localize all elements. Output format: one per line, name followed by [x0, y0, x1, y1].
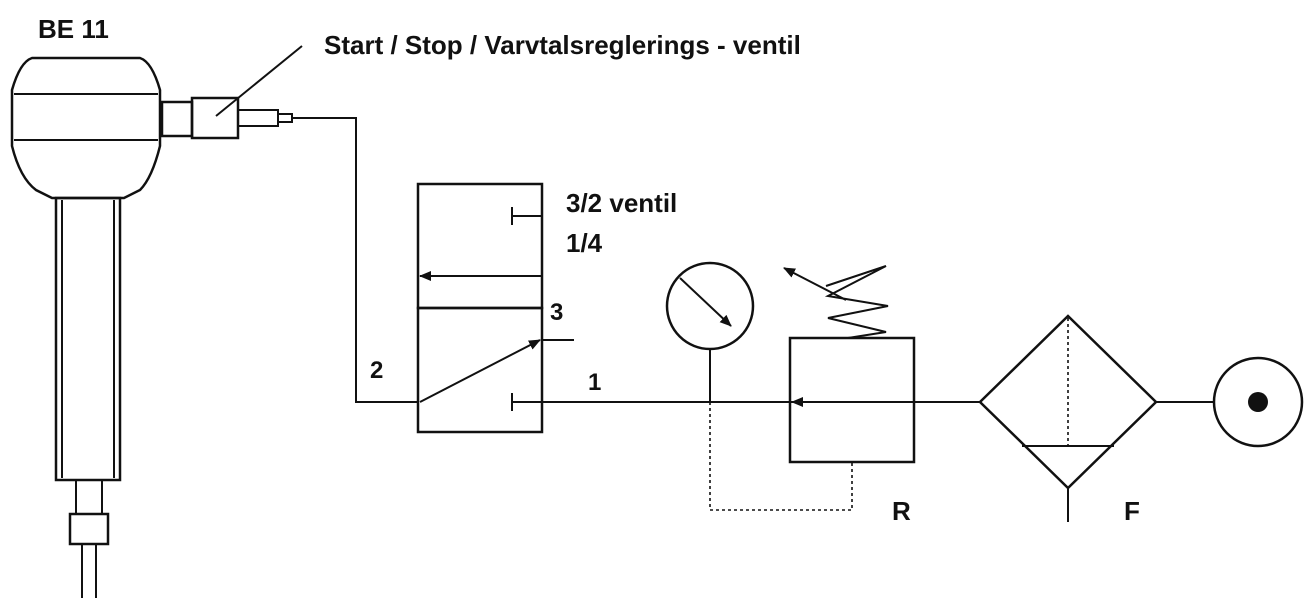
pilot-line [709, 402, 853, 511]
valve-32-label: 3/2 ventil [566, 188, 677, 218]
valve-title-label: Start / Stop / Varvtalsreglerings - vent… [324, 30, 801, 60]
valve-upper-box [416, 182, 544, 310]
hose-line [292, 117, 418, 403]
source-ring [1212, 356, 1304, 448]
port-1-label: 1 [588, 369, 601, 396]
filter-label: F [1124, 496, 1140, 526]
tool-spindle [75, 479, 103, 515]
regulator-spring [824, 265, 889, 339]
tool-be11 [10, 56, 293, 598]
valve-32 [416, 182, 574, 434]
tool-body [54, 196, 122, 482]
tool-nut [68, 512, 110, 546]
start-stop-valve [160, 100, 194, 138]
regulator-box [788, 336, 916, 464]
port-3-label: 3 [550, 299, 563, 326]
tool-head [10, 56, 162, 200]
tool-name-label: BE 11 [38, 14, 109, 44]
air-source [1212, 356, 1304, 448]
port-2-label: 2 [370, 357, 383, 384]
valve-lower-box [416, 306, 544, 434]
source-dot [1248, 392, 1268, 412]
filter-f [978, 314, 1214, 522]
regulator-label: R [892, 496, 911, 526]
regulator-r [709, 265, 916, 511]
valve-leader-line [215, 45, 303, 117]
pressure-gauge [665, 261, 755, 402]
valve-size-label: 1/4 [566, 228, 603, 258]
